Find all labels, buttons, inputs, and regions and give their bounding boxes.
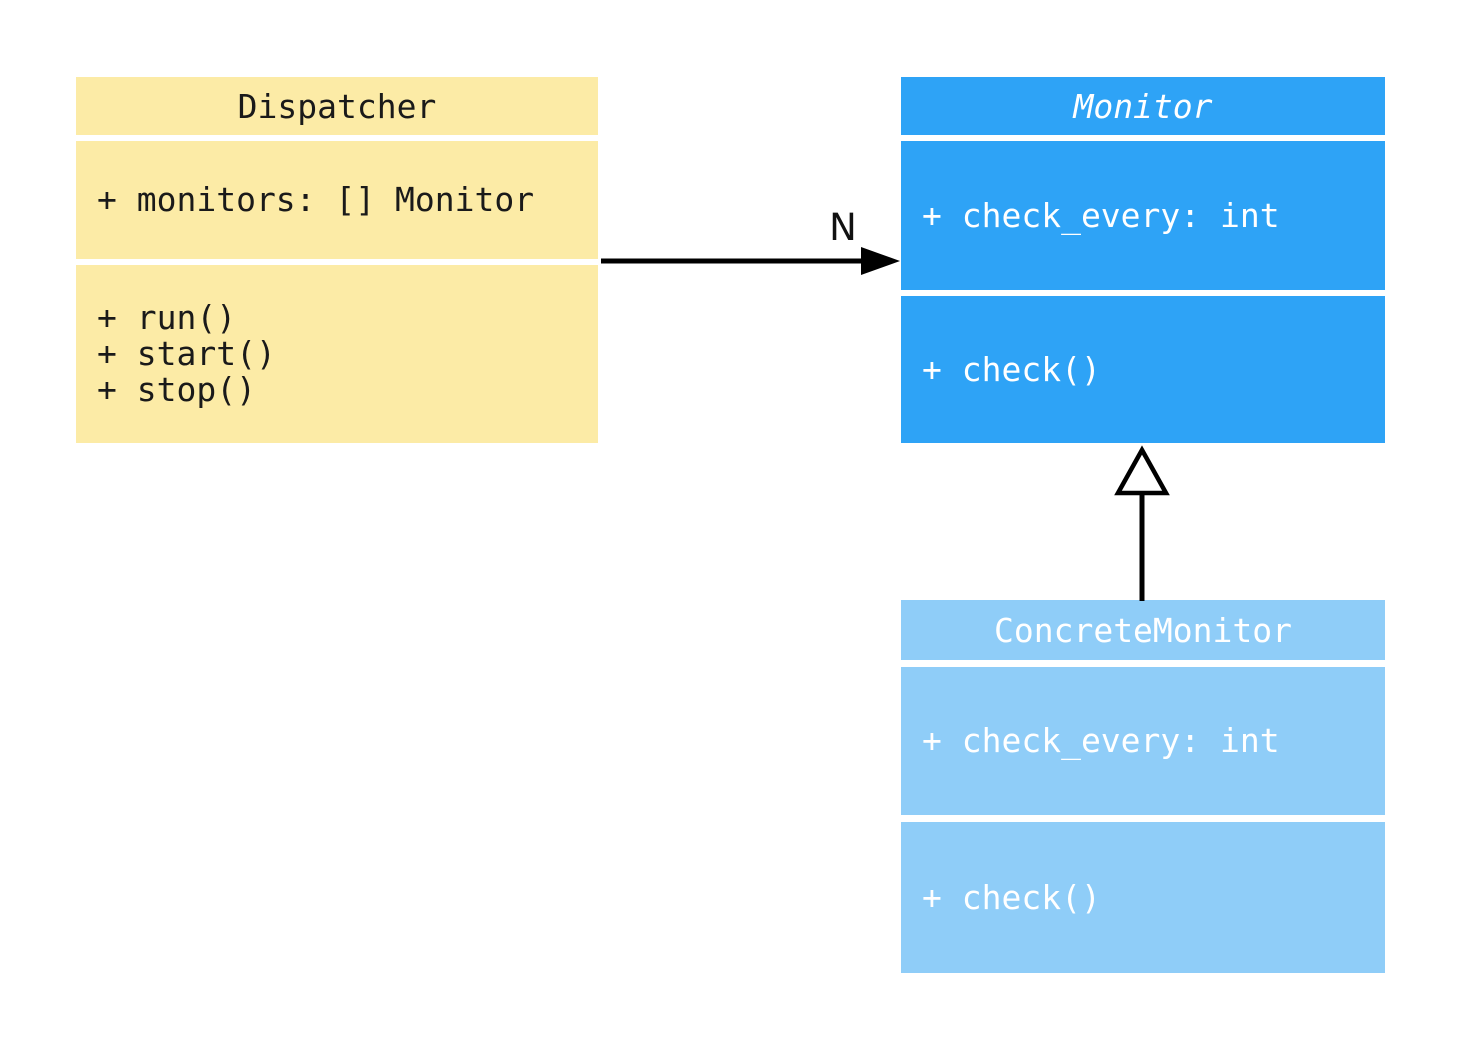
class-methods-monitor: + check() [901, 296, 1385, 443]
method-line: + run() [97, 298, 237, 337]
method-line: + check() [922, 877, 1101, 917]
class-attributes-dispatcher: + monitors: [] Monitor [76, 141, 598, 259]
attribute-line: + check_every: int [922, 721, 1280, 760]
attribute-line: + check_every: int [922, 195, 1280, 235]
class-methods-dispatcher: + run() + start() + stop() [76, 265, 598, 443]
method-line: + check() [922, 349, 1101, 389]
multiplicity-label: N [829, 205, 857, 249]
association-arrowhead-icon [861, 247, 900, 275]
class-title-concretemonitor: ConcreteMonitor [901, 600, 1385, 660]
class-title-dispatcher: Dispatcher [76, 77, 598, 135]
method-line: + stop() [97, 370, 256, 409]
inheritance-triangle-icon [1114, 445, 1170, 496]
class-box-monitor: Monitor + check_every: int + check() [901, 77, 1385, 443]
class-methods-concretemonitor: + check() [901, 822, 1385, 973]
class-attributes-monitor: + check_every: int [901, 141, 1385, 290]
class-attributes-concretemonitor: + check_every: int [901, 667, 1385, 815]
association-arrow-dispatcher-monitor [601, 247, 900, 275]
method-line: + start() [97, 334, 276, 373]
class-title-monitor: Monitor [901, 77, 1385, 135]
class-box-concretemonitor: ConcreteMonitor + check_every: int + che… [901, 600, 1385, 973]
class-box-dispatcher: Dispatcher + monitors: [] Monitor + run(… [76, 77, 598, 443]
attribute-line: + monitors: [] Monitor [97, 180, 535, 219]
inheritance-arrow-concretemonitor-monitor [1114, 445, 1170, 601]
